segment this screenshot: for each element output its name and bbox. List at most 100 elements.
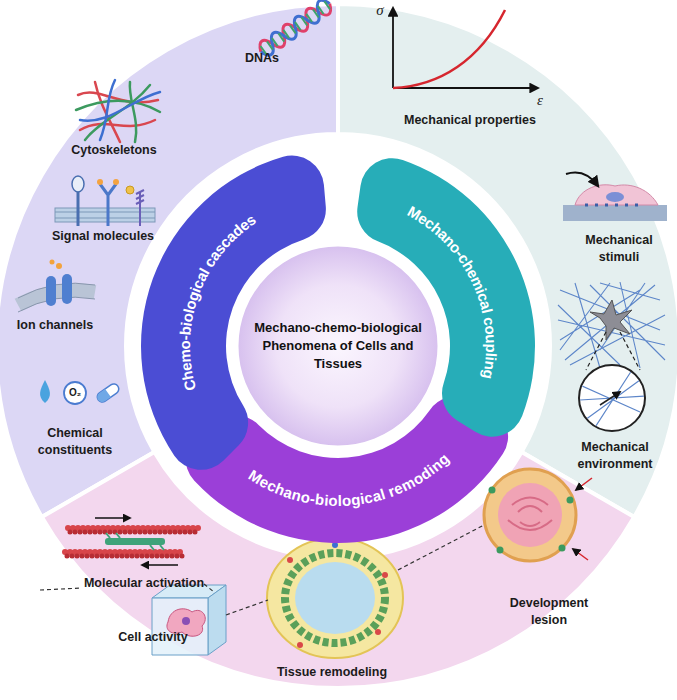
outer-ring <box>0 4 677 688</box>
illustration-label: Cell activity <box>93 629 213 646</box>
actin-myosin-icon <box>65 549 185 555</box>
dna-helix <box>256 0 334 59</box>
fiber-network <box>580 370 645 432</box>
tissue-icon <box>267 538 403 658</box>
actin-myosin-icon <box>68 525 200 531</box>
ion-channel-icon <box>62 274 72 304</box>
cytoskeleton-fibers <box>100 80 115 140</box>
ion-channel-icon <box>18 283 95 312</box>
actin-myosin-icon <box>67 554 185 559</box>
tissue-icon <box>287 557 293 563</box>
fiber-network <box>558 282 665 432</box>
illustration-label: Mechanical environment <box>568 439 663 473</box>
chemical-icons <box>95 382 120 404</box>
tissue-icon <box>332 542 338 548</box>
dashed-leader <box>226 600 268 615</box>
band-label: Chemo-biological cascades <box>175 210 258 393</box>
signal-molecules-icon <box>55 176 155 226</box>
fiber-network <box>579 365 645 431</box>
lesion-icon <box>559 545 566 552</box>
chemical-icons <box>64 382 86 404</box>
dashed-leader <box>40 525 484 615</box>
band-fill <box>186 396 508 543</box>
band-label: Mechano-biological remoding <box>246 449 452 508</box>
actin-myosin-icon <box>65 518 200 565</box>
axis-label: ε <box>528 92 552 109</box>
band-text-path <box>359 193 492 427</box>
signal-molecules-icon <box>97 179 103 185</box>
cytoskeleton-fibers <box>76 80 160 142</box>
fiber-network <box>558 282 665 368</box>
actin-myosin-icon <box>95 517 130 519</box>
lesion-icon <box>497 547 504 554</box>
illustration-label: Mechanical properties <box>370 112 570 129</box>
actin-myosin-icon <box>142 564 178 566</box>
stress-strain-graph <box>393 10 505 88</box>
center-circle: Mechano-chemo-biological Phenomena of Ce… <box>233 241 443 451</box>
center-circle-fill <box>236 244 440 448</box>
signal-molecules-icon <box>136 190 144 226</box>
stress-strain-graph <box>393 87 538 89</box>
tissue-icon <box>295 562 375 634</box>
lesion-icon <box>498 483 562 547</box>
tissue-icon <box>285 553 385 643</box>
mechanical-stimuli-icon <box>566 173 598 187</box>
signal-molecules-icon <box>100 184 116 226</box>
mechanical-stimuli-icon <box>606 192 624 202</box>
illustration-label: Ion channels <box>0 317 110 334</box>
dashed-leader <box>398 525 484 570</box>
illustration-label: Mechanical stimuli <box>577 232 662 266</box>
lesion-icon <box>484 469 592 561</box>
cytoskeleton-fibers <box>76 101 160 112</box>
cell-cube-icon <box>182 617 190 625</box>
mechanical-stimuli-icon <box>563 173 667 222</box>
chemical-icons <box>95 389 111 404</box>
center-text-wrap: Mechano-chemo-biological Phenomena of Ce… <box>233 241 443 451</box>
band-fill <box>357 158 535 436</box>
cell-cube-icon <box>208 585 226 655</box>
cell-cube-icon <box>152 598 208 655</box>
band-text-path <box>184 193 325 455</box>
band-label-path: Mechano-biological remoding <box>246 449 452 508</box>
dashed-leader <box>40 588 82 590</box>
lesion-icon <box>489 487 496 494</box>
cell-cube-icon <box>152 585 226 655</box>
fiber-network <box>600 392 620 405</box>
mechanical-stimuli-icon <box>585 204 645 207</box>
band-label: Mechano-chemical coupling <box>405 202 500 381</box>
actin-myosin-icon <box>70 530 200 535</box>
band-group: Mechano-chemical coupling <box>357 158 535 436</box>
band-group: Mechano-biological remoding <box>186 396 508 543</box>
chemical-icons <box>40 380 121 404</box>
lesion-icon <box>567 497 574 504</box>
band-label-path: Mechano-chemical coupling <box>405 202 500 381</box>
mechanical-stimuli-icon <box>575 185 658 205</box>
illustration-label: DNAs <box>202 50 322 67</box>
tissue-icon <box>382 572 388 578</box>
band-text-path <box>207 404 480 500</box>
tissue-icon <box>267 538 403 658</box>
molecule-label: O₂ <box>63 386 87 400</box>
signal-molecules-icon <box>72 176 84 192</box>
lesion-icon <box>508 498 552 531</box>
ion-channel-icon <box>50 260 55 265</box>
lesion-icon <box>576 478 592 490</box>
band-label-path: Chemo-biological cascades <box>175 210 258 393</box>
dna-helix <box>256 0 334 59</box>
dashed-leader <box>204 584 214 592</box>
illustration-label: Tissue remodeling <box>252 664 412 681</box>
axis-label: σ <box>368 2 392 19</box>
band-group: Chemo-biological cascades <box>141 156 326 470</box>
illustration-label: Cytoskeletons <box>34 142 194 159</box>
tissue-icon <box>297 642 303 648</box>
ion-channel-icon <box>46 276 56 306</box>
fiber-network <box>590 300 632 340</box>
ion-channel-icon <box>56 263 62 269</box>
dna-helix <box>256 0 334 59</box>
ion-channel-icon <box>18 260 95 313</box>
cytoskeleton-fibers <box>80 92 160 121</box>
bio-sector <box>42 452 634 688</box>
illustration-label: Development lesion <box>502 595 597 629</box>
signal-molecules-icon <box>113 179 119 185</box>
